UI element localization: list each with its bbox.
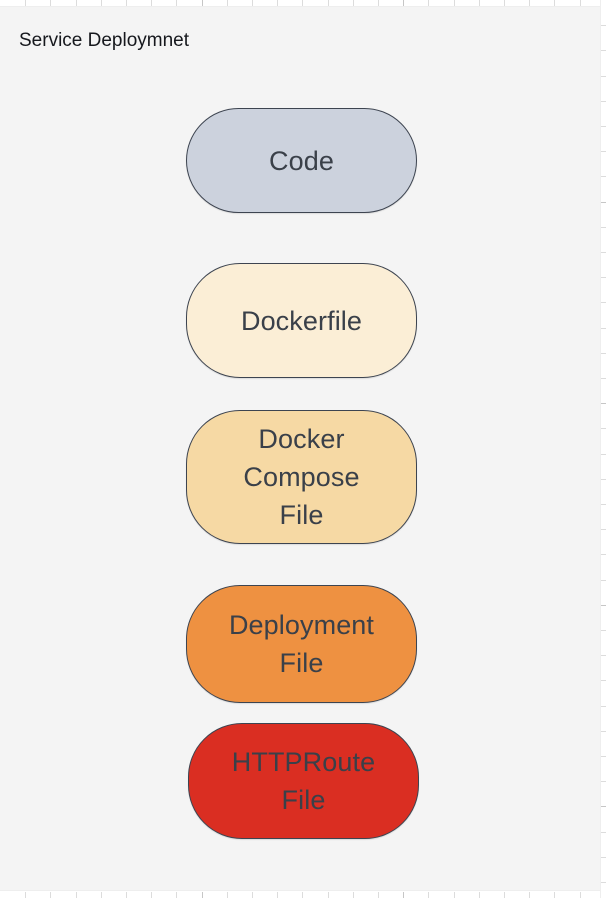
ruler-tick [601,529,606,530]
node-httproute-file[interactable]: HTTPRoute File [188,723,419,839]
ruler-tick [302,0,303,6]
ruler-tick [601,731,606,732]
ruler-tick [176,892,177,898]
page-title: Service Deploymnet [19,28,189,54]
ruler-tick [601,126,606,127]
ruler-tick [580,892,581,898]
ruler-tick [403,0,404,6]
ruler-tick [101,892,102,898]
node-label: Docker Compose File [229,420,373,534]
ruler-tick [454,0,455,6]
node-label: HTTPRoute File [218,743,389,819]
ruler-tick [428,892,429,898]
ruler-tick [302,892,303,898]
ruler-tick [601,151,606,152]
ruler-tick [601,378,606,379]
ruler-tick [25,0,26,6]
ruler-tick [601,781,606,782]
ruler-tick [428,0,429,6]
ruler-tick [76,0,77,6]
ruler-tick [601,706,606,707]
ruler-tick [554,892,555,898]
ruler-tick [378,0,379,6]
ruler-tick [126,0,127,6]
ruler-tick [126,892,127,898]
ruler-tick [601,605,606,606]
ruler-tick [601,76,606,77]
ruler-tick [76,892,77,898]
ruler-tick [504,892,505,898]
ruler-tick [176,0,177,6]
ruler-tick [601,806,606,807]
ruler-tick [601,428,606,429]
ruler-tick [601,25,606,26]
ruler-tick [601,454,606,455]
ruler-tick [601,403,606,404]
ruler-tick [328,0,329,6]
ruler-tick [601,655,606,656]
ruler-tick [601,580,606,581]
ruler-tick [529,0,530,6]
ruler-tick [151,892,152,898]
ruler-tick [277,892,278,898]
ruler-right [600,0,606,898]
ruler-tick [554,0,555,6]
ruler-tick [601,756,606,757]
ruler-tick [479,0,480,6]
ruler-tick [479,892,480,898]
ruler-tick [25,892,26,898]
node-label: Code [255,142,348,180]
ruler-tick [227,0,228,6]
ruler-tick [601,353,606,354]
ruler-tick [601,202,606,203]
ruler-tick [601,680,606,681]
ruler-top [0,0,606,7]
node-docker-compose-file[interactable]: Docker Compose File [186,410,417,544]
ruler-tick [601,554,606,555]
node-dockerfile[interactable]: Dockerfile [186,263,417,378]
ruler-tick [50,0,51,6]
ruler-tick [277,0,278,6]
ruler-tick [601,101,606,102]
ruler-tick [601,176,606,177]
node-code[interactable]: Code [186,108,417,213]
ruler-tick [580,0,581,6]
ruler-tick [252,0,253,6]
ruler-tick [601,227,606,228]
ruler-tick [601,882,606,883]
ruler-tick [252,892,253,898]
ruler-tick [353,0,354,6]
ruler-tick [101,0,102,6]
ruler-tick [353,892,354,898]
ruler-tick [227,892,228,898]
ruler-tick [601,479,606,480]
ruler-tick [601,277,606,278]
ruler-tick [601,50,606,51]
ruler-tick [601,630,606,631]
node-label: Dockerfile [227,302,376,340]
ruler-tick [454,892,455,898]
ruler-tick [202,892,203,898]
ruler-tick [601,857,606,858]
ruler-tick [529,892,530,898]
ruler-tick [328,892,329,898]
ruler-tick [151,0,152,6]
node-deployment-file[interactable]: Deployment File [186,585,417,703]
ruler-tick [378,892,379,898]
ruler-tick [601,302,606,303]
ruler-tick [403,892,404,898]
ruler-tick [601,252,606,253]
ruler-tick [601,328,606,329]
ruler-tick [601,832,606,833]
ruler-tick [504,0,505,6]
node-label: Deployment File [215,606,388,682]
ruler-tick [202,0,203,6]
ruler-tick [601,504,606,505]
ruler-tick [50,892,51,898]
ruler-bottom [0,890,606,898]
